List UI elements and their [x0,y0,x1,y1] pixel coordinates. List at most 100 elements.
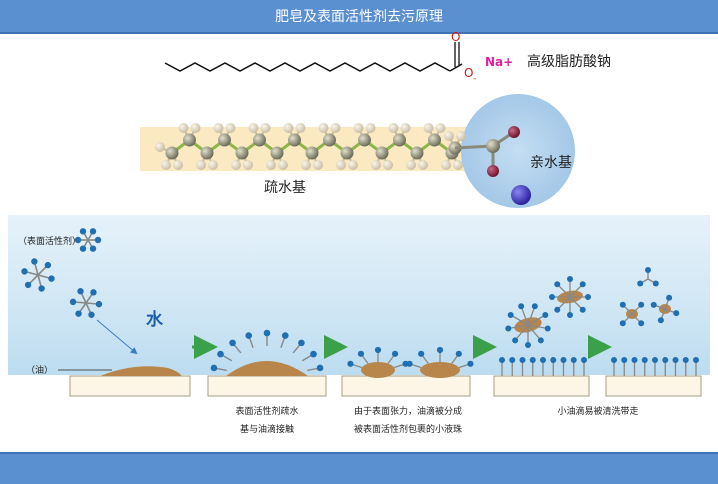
hydrogen-atom [418,160,428,170]
surfactant-head [499,357,505,363]
surfactant-head [525,342,531,348]
carbon-atom [393,133,406,147]
surfactant-head [310,350,317,358]
skeletal-chain [164,62,451,72]
fabric-surfaces [69,375,702,397]
hydrogen-atom [248,123,259,133]
surfactant-head [316,364,324,372]
surfactant-head [374,346,382,354]
surfactant-tail [508,324,529,330]
hydrogen-atom [453,160,463,170]
surfactant-head [652,280,659,287]
surfactant-tail [520,305,529,326]
hydrogen-atom [441,160,451,170]
surfactant-head [95,300,103,308]
surfactant-head [621,357,628,363]
surfactant-tail [569,283,584,298]
fabric-surface [605,375,702,397]
surfactant-head [38,285,45,292]
surfactant-tail [510,314,529,326]
surfactant-head [245,332,253,339]
surfactant-head [585,294,591,300]
hydrogen-atom [196,160,206,170]
carbon-atom [410,146,424,160]
surfactant-head [652,357,658,363]
carbon-atom [358,133,371,147]
surfactant-head [529,357,536,363]
surfactant-head [662,357,669,363]
hydrophobic-label: 疏水基 [264,179,306,196]
step2-caption-line2: 基与油滴接触 [240,423,294,435]
surfactant-tail [556,296,571,311]
surfactant-head [560,357,567,363]
hydrogen-atom [400,123,411,133]
hydrophilic-label: 亲水基 [530,154,572,171]
surfactant-head [229,339,236,347]
surfactant-head [263,329,271,337]
surfactant-head [641,357,648,363]
hydrogen-atom [173,160,183,170]
surfactant-head [24,281,32,289]
ball-stick-chain [155,123,466,170]
negative-charge: - [473,74,476,84]
surfactant-head [579,306,586,313]
surfactant-head [611,357,617,363]
surfactant-head [579,281,586,288]
surfactant-head [682,357,689,363]
surfactant-head [31,258,38,265]
hydrogen-atom [388,123,399,133]
hydrogen-atom [190,123,201,133]
surfactant-head [544,325,551,332]
surfactant-head [75,310,82,317]
surfactant-head [298,339,305,347]
hydrogen-atom [330,123,341,133]
oil-drop [100,366,182,376]
anion-oxygen: O [464,66,473,80]
surfactant-tail [514,324,529,341]
page-title: 肥皂及表面活性剂去污原理 [275,9,443,25]
surfactant-head [666,294,673,301]
hydrogen-atom [283,123,294,133]
footer-bar [0,452,718,484]
hydrogen-atom [365,123,376,133]
adsorbed-surfactants [210,329,324,372]
surfactant-head [631,357,638,363]
hydrogen-atom [266,160,276,170]
surfactant-head [21,268,28,275]
surfactant-head [89,228,97,235]
carbon-atom [183,133,196,147]
hydrogen-atom [295,123,306,133]
fabric-surface [341,375,471,397]
carbon-atom [340,146,354,160]
hydrogen-atom [336,160,346,170]
surfactant-head [418,350,425,357]
surfactant-head [519,357,526,363]
carbon-atom [165,146,179,160]
surfactant-head [518,303,525,310]
carboxylate-group [454,126,531,205]
surfactant-head [673,310,680,317]
surfactant-head [540,357,546,363]
surfactant-head [210,364,218,372]
surfactant-head [637,280,644,287]
carbon-atom [375,146,389,160]
surfactant-head [467,360,474,367]
step2-caption-line1: 表面活性剂疏水 [235,405,298,417]
hydrogen-atom [231,160,241,170]
oil-droplet [361,362,395,378]
wrapping-surfactants [347,346,474,369]
carboxyl-bond [449,63,463,72]
carboxyl-carbon [486,139,500,153]
hydrogen-atom [243,160,253,170]
surfactant-head [44,261,52,269]
hydrogen-atom [178,123,189,133]
surfactant-head [347,360,354,367]
surfactant-head [542,312,549,318]
oxygen-atom [508,126,520,138]
surfactant-tail [527,324,548,330]
surfactant-head [570,357,577,363]
washed-away-surfactants [611,267,699,376]
surfactant-legend: （表面活性剂） [18,235,81,247]
hydrogen-atom [406,160,416,170]
